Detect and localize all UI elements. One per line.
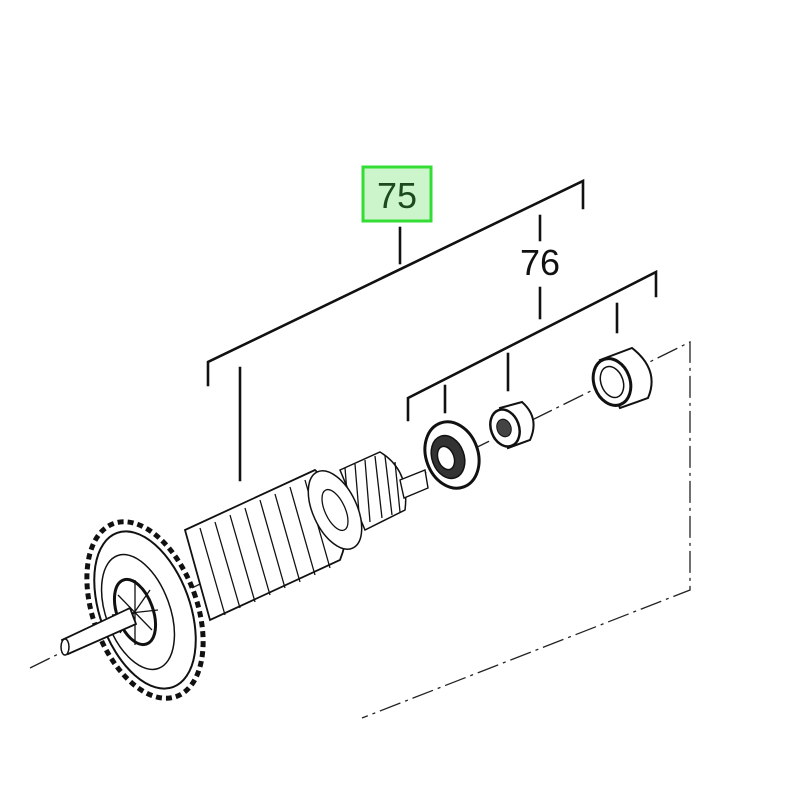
bracket-75 xyxy=(206,178,585,482)
part-number-75: 75 xyxy=(377,175,417,216)
bearing-sleeve[interactable] xyxy=(587,346,653,411)
ball-bearing-small[interactable] xyxy=(485,400,535,451)
ball-bearing-large[interactable] xyxy=(416,414,488,496)
part-label-76[interactable]: 76 xyxy=(520,242,560,283)
rotor-core xyxy=(183,468,363,622)
part-label-75[interactable]: 75 xyxy=(361,165,433,223)
commutator xyxy=(339,451,429,532)
part-number-76: 76 xyxy=(520,242,560,283)
shaft xyxy=(60,606,138,656)
armature[interactable] xyxy=(60,451,429,714)
gear xyxy=(84,519,206,701)
bracket-76 xyxy=(406,269,658,422)
